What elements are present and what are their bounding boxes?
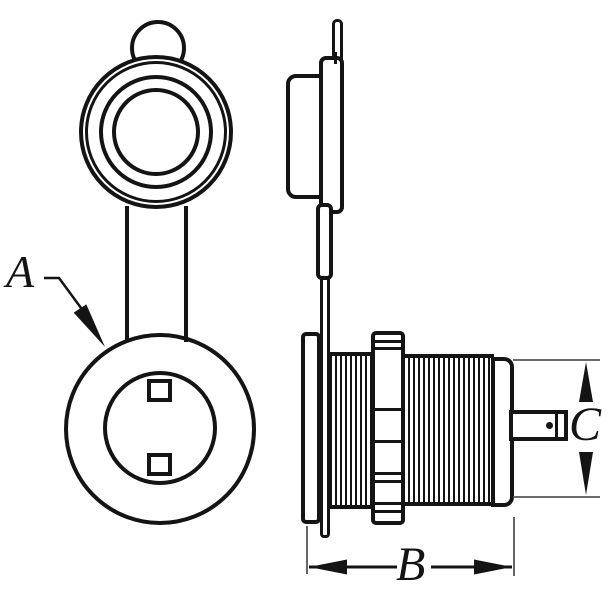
socket-contact-slot-top bbox=[147, 379, 172, 402]
socket-inner-ring bbox=[103, 371, 217, 485]
terminal-hole bbox=[546, 422, 553, 429]
socket-outer-ring bbox=[64, 333, 256, 525]
mounting-nut bbox=[371, 331, 405, 525]
terminal-edge-line bbox=[555, 414, 558, 437]
label-a-leader-line bbox=[44, 276, 86, 313]
dim-c-arrow-down-icon bbox=[579, 452, 593, 495]
dim-b-arrow-right-icon bbox=[474, 559, 512, 575]
part-label-a: A bbox=[6, 246, 35, 297]
cap-strap-front bbox=[125, 206, 188, 342]
dim-b-arrow-left-icon bbox=[309, 559, 347, 575]
terminal-blade bbox=[509, 410, 568, 441]
cap-strap-side-upper bbox=[316, 203, 333, 280]
socket-contact-slot-bottom bbox=[147, 453, 172, 476]
thread-section-right bbox=[403, 354, 494, 506]
cap-tab-stub-line bbox=[334, 52, 337, 64]
cap-ring-3 bbox=[99, 75, 213, 189]
cap-ring-2 bbox=[85, 61, 227, 203]
thread-section-left bbox=[330, 352, 375, 509]
cap-disc-side bbox=[319, 56, 344, 214]
cap-inner-ring bbox=[112, 88, 200, 176]
dimension-label-c: C bbox=[569, 398, 602, 451]
dimension-label-b: B bbox=[396, 538, 426, 591]
dim-c-arrow-up-icon bbox=[579, 362, 593, 402]
socket-front-flange-side bbox=[301, 332, 321, 524]
label-a-arrowhead-icon bbox=[73, 304, 105, 347]
